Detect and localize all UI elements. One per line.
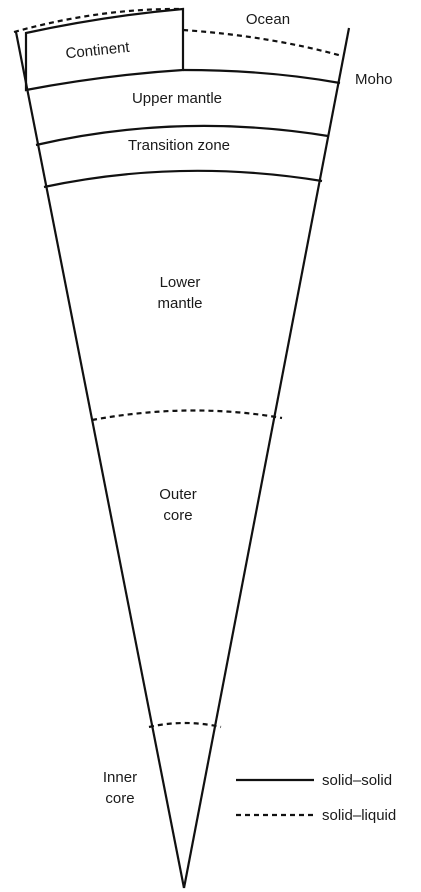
moho-boundary [182,68,341,85]
continent-top-dashed-boundary [13,7,184,34]
core-mantle-dashed-boundary [91,409,283,422]
lower-mantle-label-line2: mantle [157,295,202,312]
transition-zone-bottom-boundary [43,169,323,189]
inner-core-label-line1: Inner [103,769,137,786]
ocean-label: Ocean [246,11,290,28]
legend-solid-label: solid–solid [322,772,392,789]
transition-zone-label: Transition zone [128,137,230,154]
wedge-left-edge [14,31,186,889]
legend-dashed-label: solid–liquid [322,807,396,824]
outer-core-label-line1: Outer [159,486,197,503]
upper-mantle-bottom-boundary [35,124,329,147]
continent-label: Continent [65,39,131,63]
outer-core-label-line2: core [163,507,192,524]
upper-mantle-label: Upper mantle [132,90,222,107]
lower-mantle-label-line1: Lower [160,274,201,291]
ocean-surface-dashed-boundary [182,28,343,58]
inner-core-label-line2: core [105,790,134,807]
inner-core-dashed-boundary [148,721,222,729]
wedge-right-edge [182,27,351,889]
legend: solid–solid solid–liquid [236,772,396,824]
moho-label: Moho [355,71,393,88]
